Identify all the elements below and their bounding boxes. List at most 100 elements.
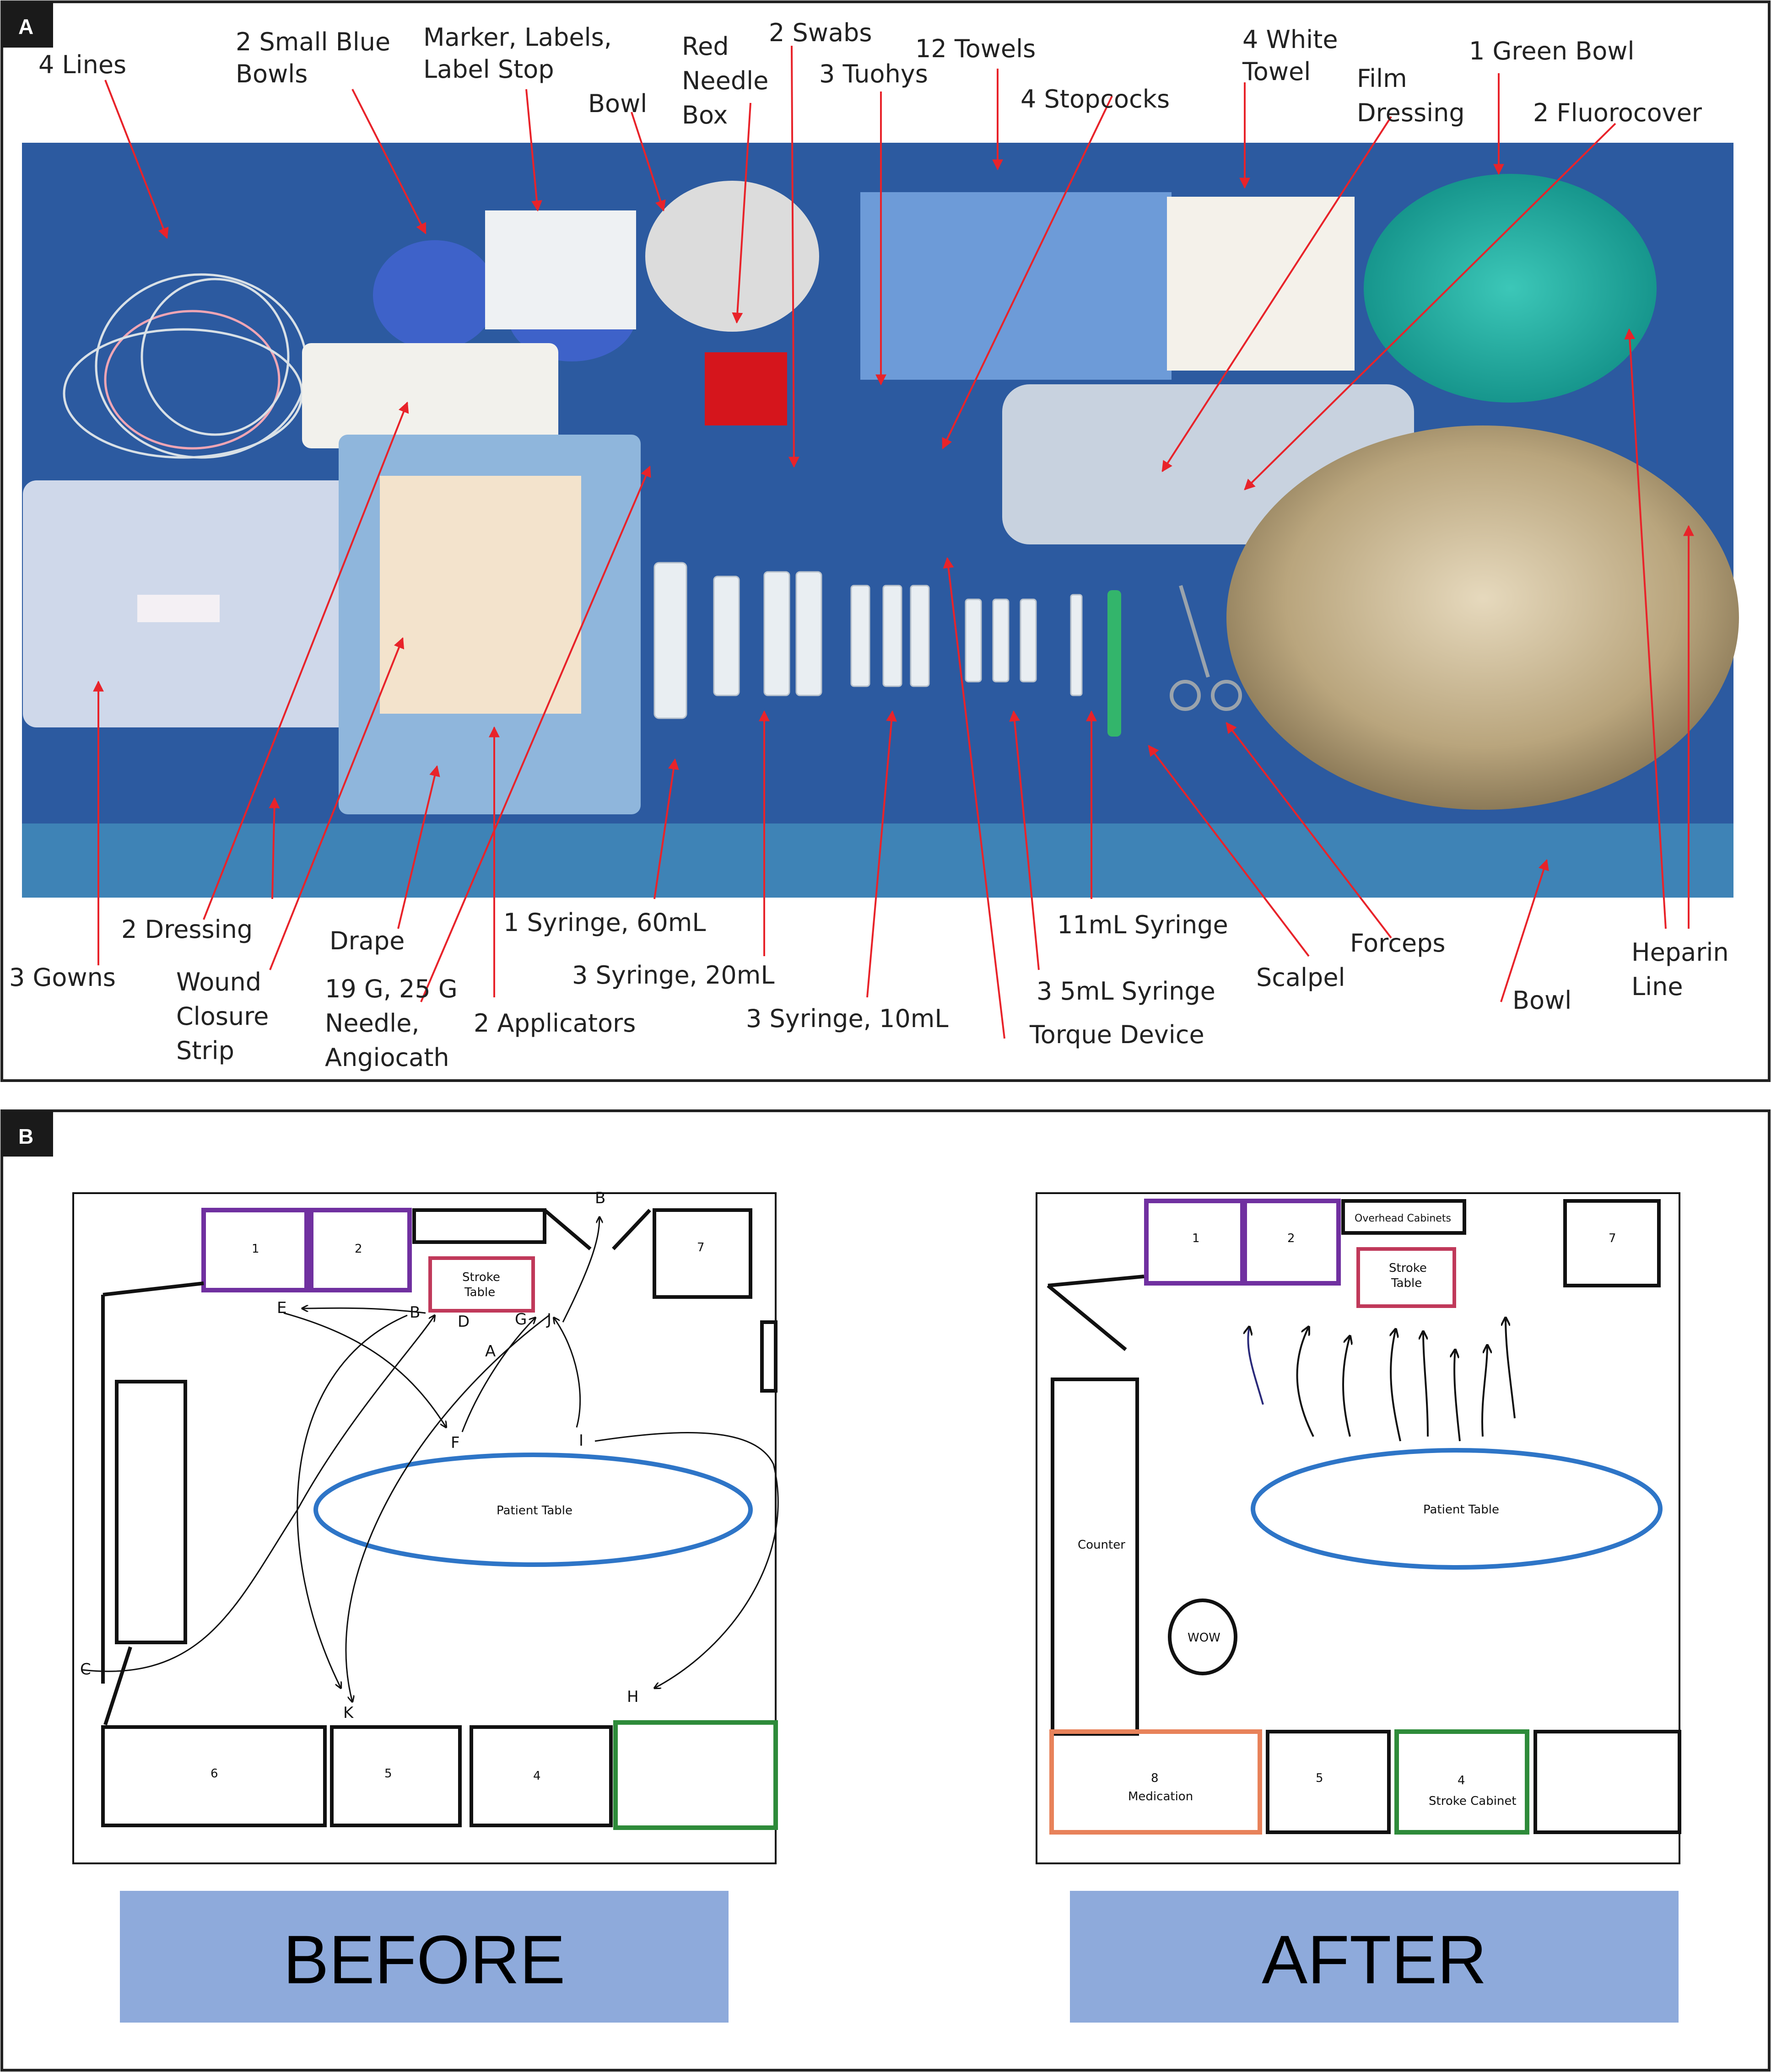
before-caption-box [120, 1891, 729, 2023]
after-patient-table [1251, 1448, 1663, 1570]
label-towels: 12 Towels [915, 34, 1036, 63]
before-cabinet-2-label: 2 [355, 1242, 362, 1256]
lines-tubing [63, 273, 308, 459]
after-cabinet-4-label: 4 [1458, 1774, 1465, 1787]
dressing [302, 343, 558, 448]
panel-a-tag: A [18, 15, 33, 38]
label-heparin-2: Line [1631, 972, 1683, 1001]
after-cabinet-empty [1533, 1730, 1681, 1834]
after-caption-box [1070, 1891, 1679, 2023]
before-cabinet-6-label: 6 [211, 1767, 218, 1781]
after-cabinet-7-label: 7 [1609, 1232, 1616, 1245]
before-letter-k: K [343, 1704, 354, 1722]
small-blue-bowls [373, 240, 497, 350]
label-bowl-bottom: Bowl [1512, 986, 1571, 1015]
after-caption: AFTER [1262, 1921, 1487, 1998]
before-letter-b: B [410, 1303, 420, 1322]
bowl-top [645, 181, 819, 332]
before-letter-d: D [458, 1313, 470, 1331]
label-white-towel-2: Towel [1242, 57, 1311, 86]
before-cabinet-1-label: 1 [252, 1242, 259, 1256]
after-stroke-cabinet-label: Stroke Cabinet [1429, 1794, 1517, 1808]
label-torque: Torque Device [1029, 1020, 1204, 1049]
label-film-1: Film [1357, 64, 1407, 93]
after-cabinet-1-label: 1 [1192, 1232, 1200, 1245]
label-needle-1: 19 G, 25 G [325, 974, 458, 1003]
before-cabinet-7 [653, 1208, 752, 1299]
red-needle-box [705, 352, 787, 425]
before-patient-table-label: Patient Table [497, 1504, 572, 1518]
after-cabinet-7 [1563, 1199, 1661, 1287]
before-counter [115, 1380, 187, 1644]
before-letter-g: G [515, 1310, 527, 1329]
before-cabinet-green [613, 1720, 778, 1830]
before-letter-h: H [627, 1688, 639, 1706]
label-syringe-10: 3 Syringe, 10mL [746, 1004, 948, 1033]
before-letter-f: F [451, 1434, 460, 1452]
towels-stack [860, 192, 1172, 380]
after-wow-label: WOW [1188, 1631, 1220, 1645]
white-towels [1167, 197, 1355, 371]
after-overhead-cabinets [1341, 1199, 1466, 1235]
panel-b-tag: B [18, 1125, 33, 1148]
after-counter-label: Counter [1078, 1538, 1125, 1552]
panel-b: B 1 2 7 Stroke Table 6 5 4 [0, 1109, 1771, 2072]
after-cabinet-8-label: 8 [1151, 1771, 1159, 1785]
before-cabinet-2 [309, 1208, 412, 1292]
label-fluorocover: 2 Fluorocover [1533, 98, 1702, 127]
label-needle-3: Angiocath [325, 1043, 449, 1072]
label-wound-1: Wound [176, 968, 261, 996]
after-cabinet-8-medication [1049, 1729, 1262, 1835]
before-movement-arrows [82, 1217, 779, 1702]
before-letter-c: C [80, 1660, 91, 1679]
label-marker-2: Label Stop [423, 55, 554, 84]
after-floorplan: 1 2 Overhead Cabinets 7 Stroke Table Cou… [1036, 1192, 1681, 1864]
label-small-blue-bowls-1: 2 Small Blue [236, 27, 390, 56]
before-letter-a: A [485, 1342, 496, 1361]
before-cabinet-4 [470, 1725, 613, 1827]
after-cabinet-2 [1242, 1199, 1341, 1286]
before-letters: E B D A G J F I C K H B [80, 1189, 639, 1722]
label-swabs: 2 Swabs [769, 18, 872, 47]
syringes [653, 562, 1083, 719]
before-cabinet-7-label: 7 [697, 1241, 705, 1254]
forceps [1170, 585, 1242, 711]
before-cabinet-5 [330, 1725, 462, 1827]
after-cabinet-5-label: 5 [1316, 1771, 1323, 1785]
before-cabinet-4-label: 4 [533, 1769, 541, 1783]
after-patient-table-label: Patient Table [1423, 1503, 1499, 1517]
label-arrows [93, 45, 1694, 1039]
label-red-needle-3: Box [682, 101, 728, 129]
label-needle-2: Needle, [325, 1009, 420, 1038]
before-stroke-table-label-2: Table [464, 1286, 495, 1299]
label-forceps: Forceps [1350, 929, 1446, 958]
before-letter-e: E [277, 1299, 286, 1317]
marker-labels [485, 210, 636, 329]
after-wow [1168, 1598, 1237, 1675]
before-stroke-table-label-1: Stroke [462, 1270, 500, 1284]
scalpel [1107, 590, 1121, 737]
label-red-needle-1: Red [682, 32, 729, 61]
after-overhead-label: Overhead Cabinets [1355, 1213, 1451, 1224]
after-stroke-table [1356, 1247, 1456, 1308]
after-cabinet-5 [1266, 1730, 1391, 1834]
label-lines: 4 Lines [38, 50, 126, 79]
before-cabinet-1 [201, 1208, 309, 1292]
after-stroke-cabinet [1394, 1729, 1529, 1835]
label-marker-1: Marker, Labels, [423, 23, 612, 52]
label-green-bowl: 1 Green Bowl [1469, 37, 1634, 65]
label-syringe-5: 3 5mL Syringe [1037, 977, 1215, 1006]
after-cabinet-2-label: 2 [1287, 1232, 1295, 1245]
after-stroke-table-label-2: Table [1391, 1276, 1422, 1290]
label-syringe-20: 3 Syringe, 20mL [572, 961, 774, 990]
before-letter-j: J [546, 1310, 551, 1329]
label-wound-2: Closure [176, 1002, 269, 1031]
panel-a: A [0, 0, 1771, 1082]
label-heparin-1: Heparin [1631, 938, 1729, 967]
instrument-tray-photo [22, 143, 1739, 898]
before-caption: BEFORE [283, 1921, 566, 1998]
before-cabinet-5-label: 5 [384, 1767, 392, 1781]
after-stroke-table-label-1: Stroke [1389, 1261, 1427, 1275]
after-movement-arrows [1248, 1318, 1516, 1442]
